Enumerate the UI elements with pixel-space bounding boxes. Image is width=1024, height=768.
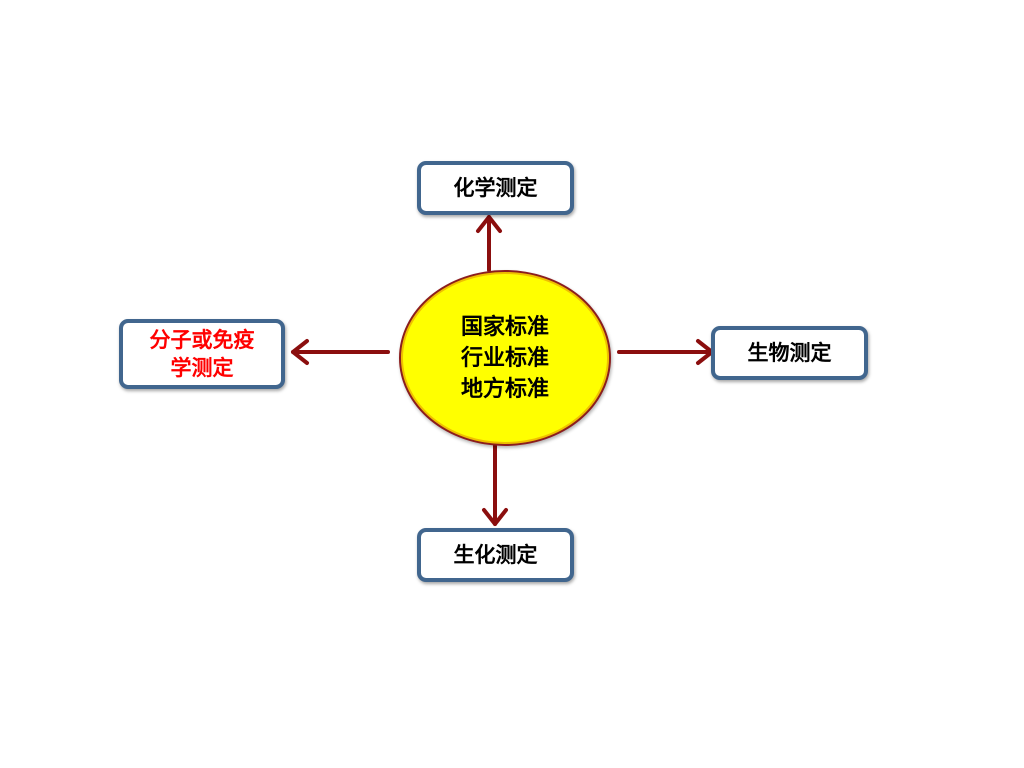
arrow-down-head bbox=[482, 508, 508, 526]
node-biological-assay-label: 生物测定 bbox=[747, 341, 832, 365]
center-line-3: 地方标准 bbox=[460, 376, 549, 402]
node-chemical-assay-label: 化学测定 bbox=[453, 176, 538, 200]
arrow-up-head bbox=[476, 215, 502, 233]
node-biochemical-assay-label: 生化测定 bbox=[453, 543, 538, 567]
node-biochemical-assay: 生化测定 bbox=[417, 528, 574, 582]
node-chemical-assay: 化学测定 bbox=[417, 161, 574, 215]
node-molecular-immunoassay-line-2: 学测定 bbox=[170, 356, 234, 380]
arrow-left-head bbox=[291, 339, 309, 365]
node-molecular-immunoassay-text: 分子或免疫 学测定 bbox=[150, 326, 255, 382]
center-line-1: 国家标准 bbox=[460, 314, 549, 340]
node-molecular-immunoassay-line-1: 分子或免疫 bbox=[149, 328, 255, 352]
node-molecular-immunoassay: 分子或免疫 学测定 bbox=[119, 319, 285, 389]
center-ellipse: 国家标准 行业标准 地方标准 bbox=[399, 270, 611, 446]
center-line-2: 行业标准 bbox=[460, 345, 549, 371]
node-biological-assay: 生物测定 bbox=[711, 326, 868, 380]
